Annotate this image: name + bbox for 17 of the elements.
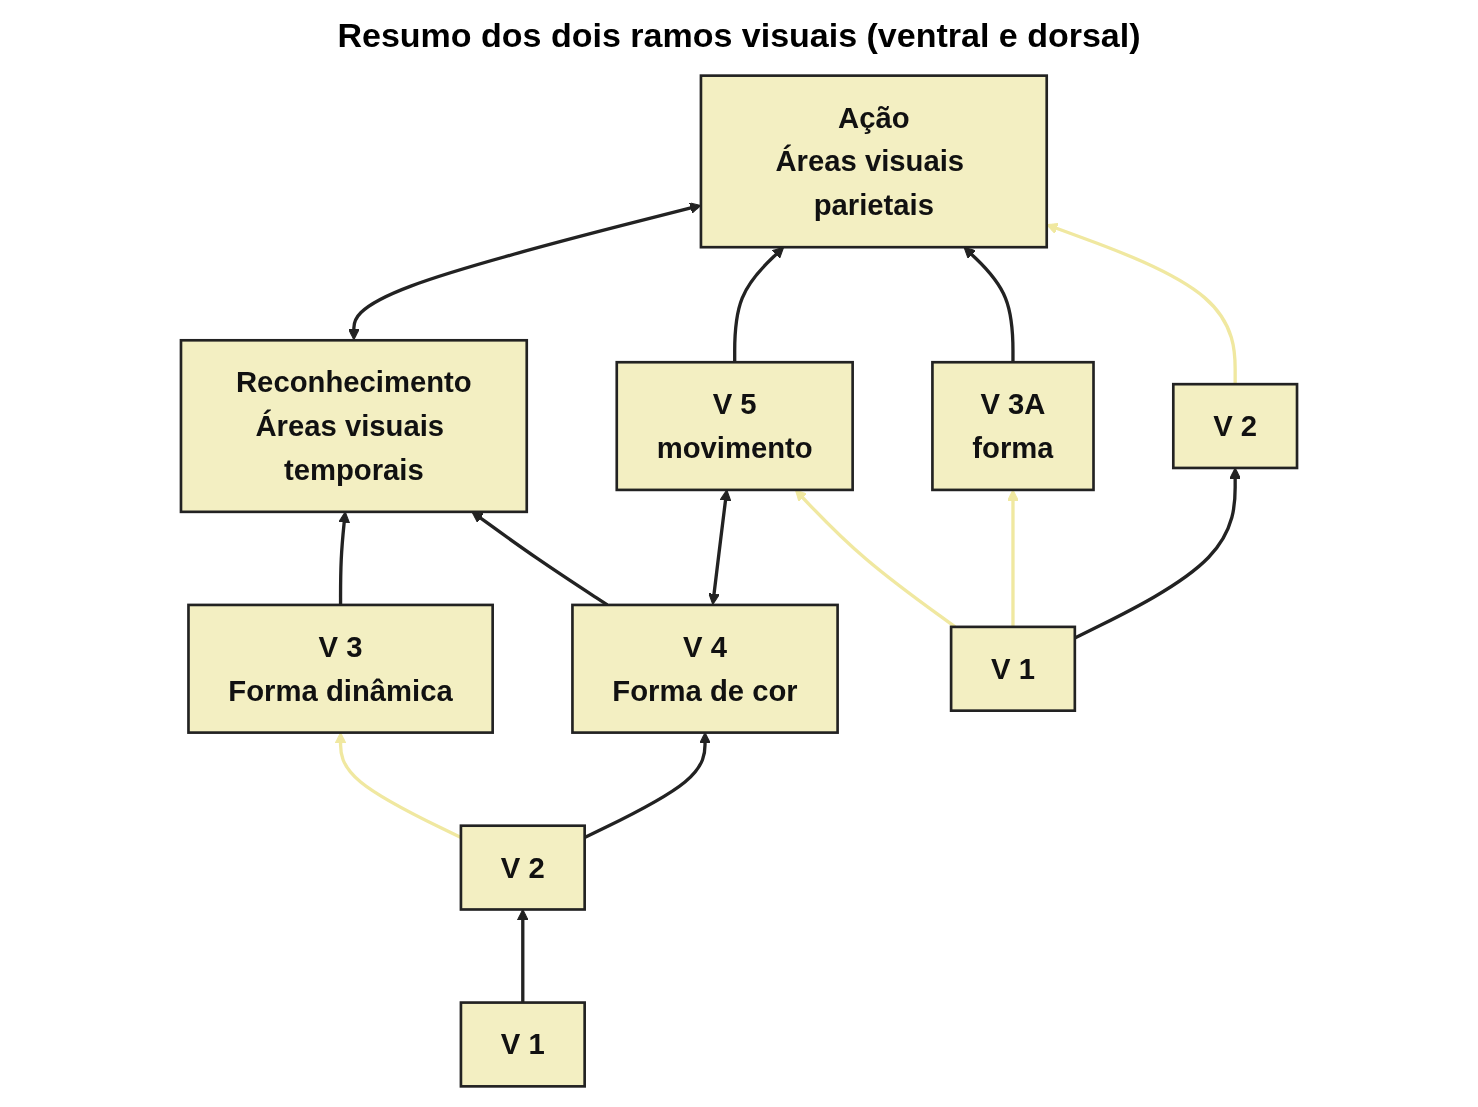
node-box: V 5 movimento	[615, 360, 854, 492]
diagram-title: Resumo dos dois ramos visuais (ventral e dorsal)	[337, 16, 1141, 55]
arrow	[338, 511, 350, 605]
node-box: V 2	[1171, 382, 1299, 470]
arrow	[794, 489, 957, 629]
node-box: Ação Áreas visuais parietais	[699, 74, 1049, 249]
node-box: V 1	[459, 1001, 586, 1088]
node-box: V 3A forma	[931, 360, 1095, 492]
arrow	[1046, 222, 1237, 385]
arrow	[1007, 489, 1019, 627]
arrow	[708, 489, 732, 605]
node-box: V 1	[949, 625, 1077, 712]
node-box: Reconhecimento Áreas visuais temporais	[179, 338, 529, 514]
node-box: V 4 Forma de cor	[571, 603, 839, 734]
node-box: V 3 Forma dinâmica	[187, 603, 494, 734]
node-box: V 2	[459, 824, 586, 911]
arrow	[1074, 467, 1241, 640]
